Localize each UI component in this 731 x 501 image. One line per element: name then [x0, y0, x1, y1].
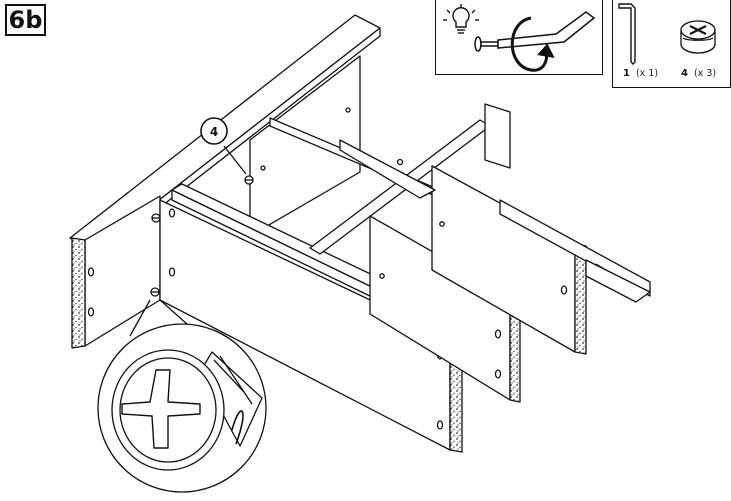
rotate-clockwise-icon	[510, 16, 555, 72]
slotted-rail	[499, 199, 651, 303]
parts-box: 1 (x 1) 4 (x 3)	[612, 0, 731, 88]
left-side-panel	[71, 195, 161, 349]
part-1-label: 1 (x 1)	[623, 68, 658, 79]
cam-lock-marker-middle	[151, 213, 161, 223]
step-number-badge: 6b	[5, 4, 46, 36]
cam-lock-marker-top	[244, 175, 254, 185]
callout-pointer	[223, 145, 247, 175]
callout-bubble: 4	[200, 117, 228, 145]
rear-divider-panel	[484, 103, 511, 169]
part-1-quantity: (x 1)	[635, 68, 659, 79]
part-4-label: 4 (x 3)	[681, 68, 716, 79]
part-4-number: 4	[681, 68, 688, 79]
part-4-quantity: (x 3)	[693, 68, 717, 79]
detail-magnifier	[97, 299, 267, 493]
lightbulb-icon	[443, 4, 479, 34]
cam-lock-closeup-icon	[111, 349, 263, 471]
screwdriver-icon	[474, 11, 596, 52]
back-shelf	[339, 139, 436, 199]
part-1-number: 1	[623, 68, 630, 79]
callout-label: 4	[210, 125, 218, 139]
rear-panel	[249, 55, 361, 237]
middle-panel-1	[369, 215, 521, 403]
tip-box	[435, 0, 603, 75]
cam-lock-marker-bottom	[150, 287, 160, 297]
cam-lock-icon	[680, 20, 716, 54]
allen-key-icon	[618, 3, 636, 65]
